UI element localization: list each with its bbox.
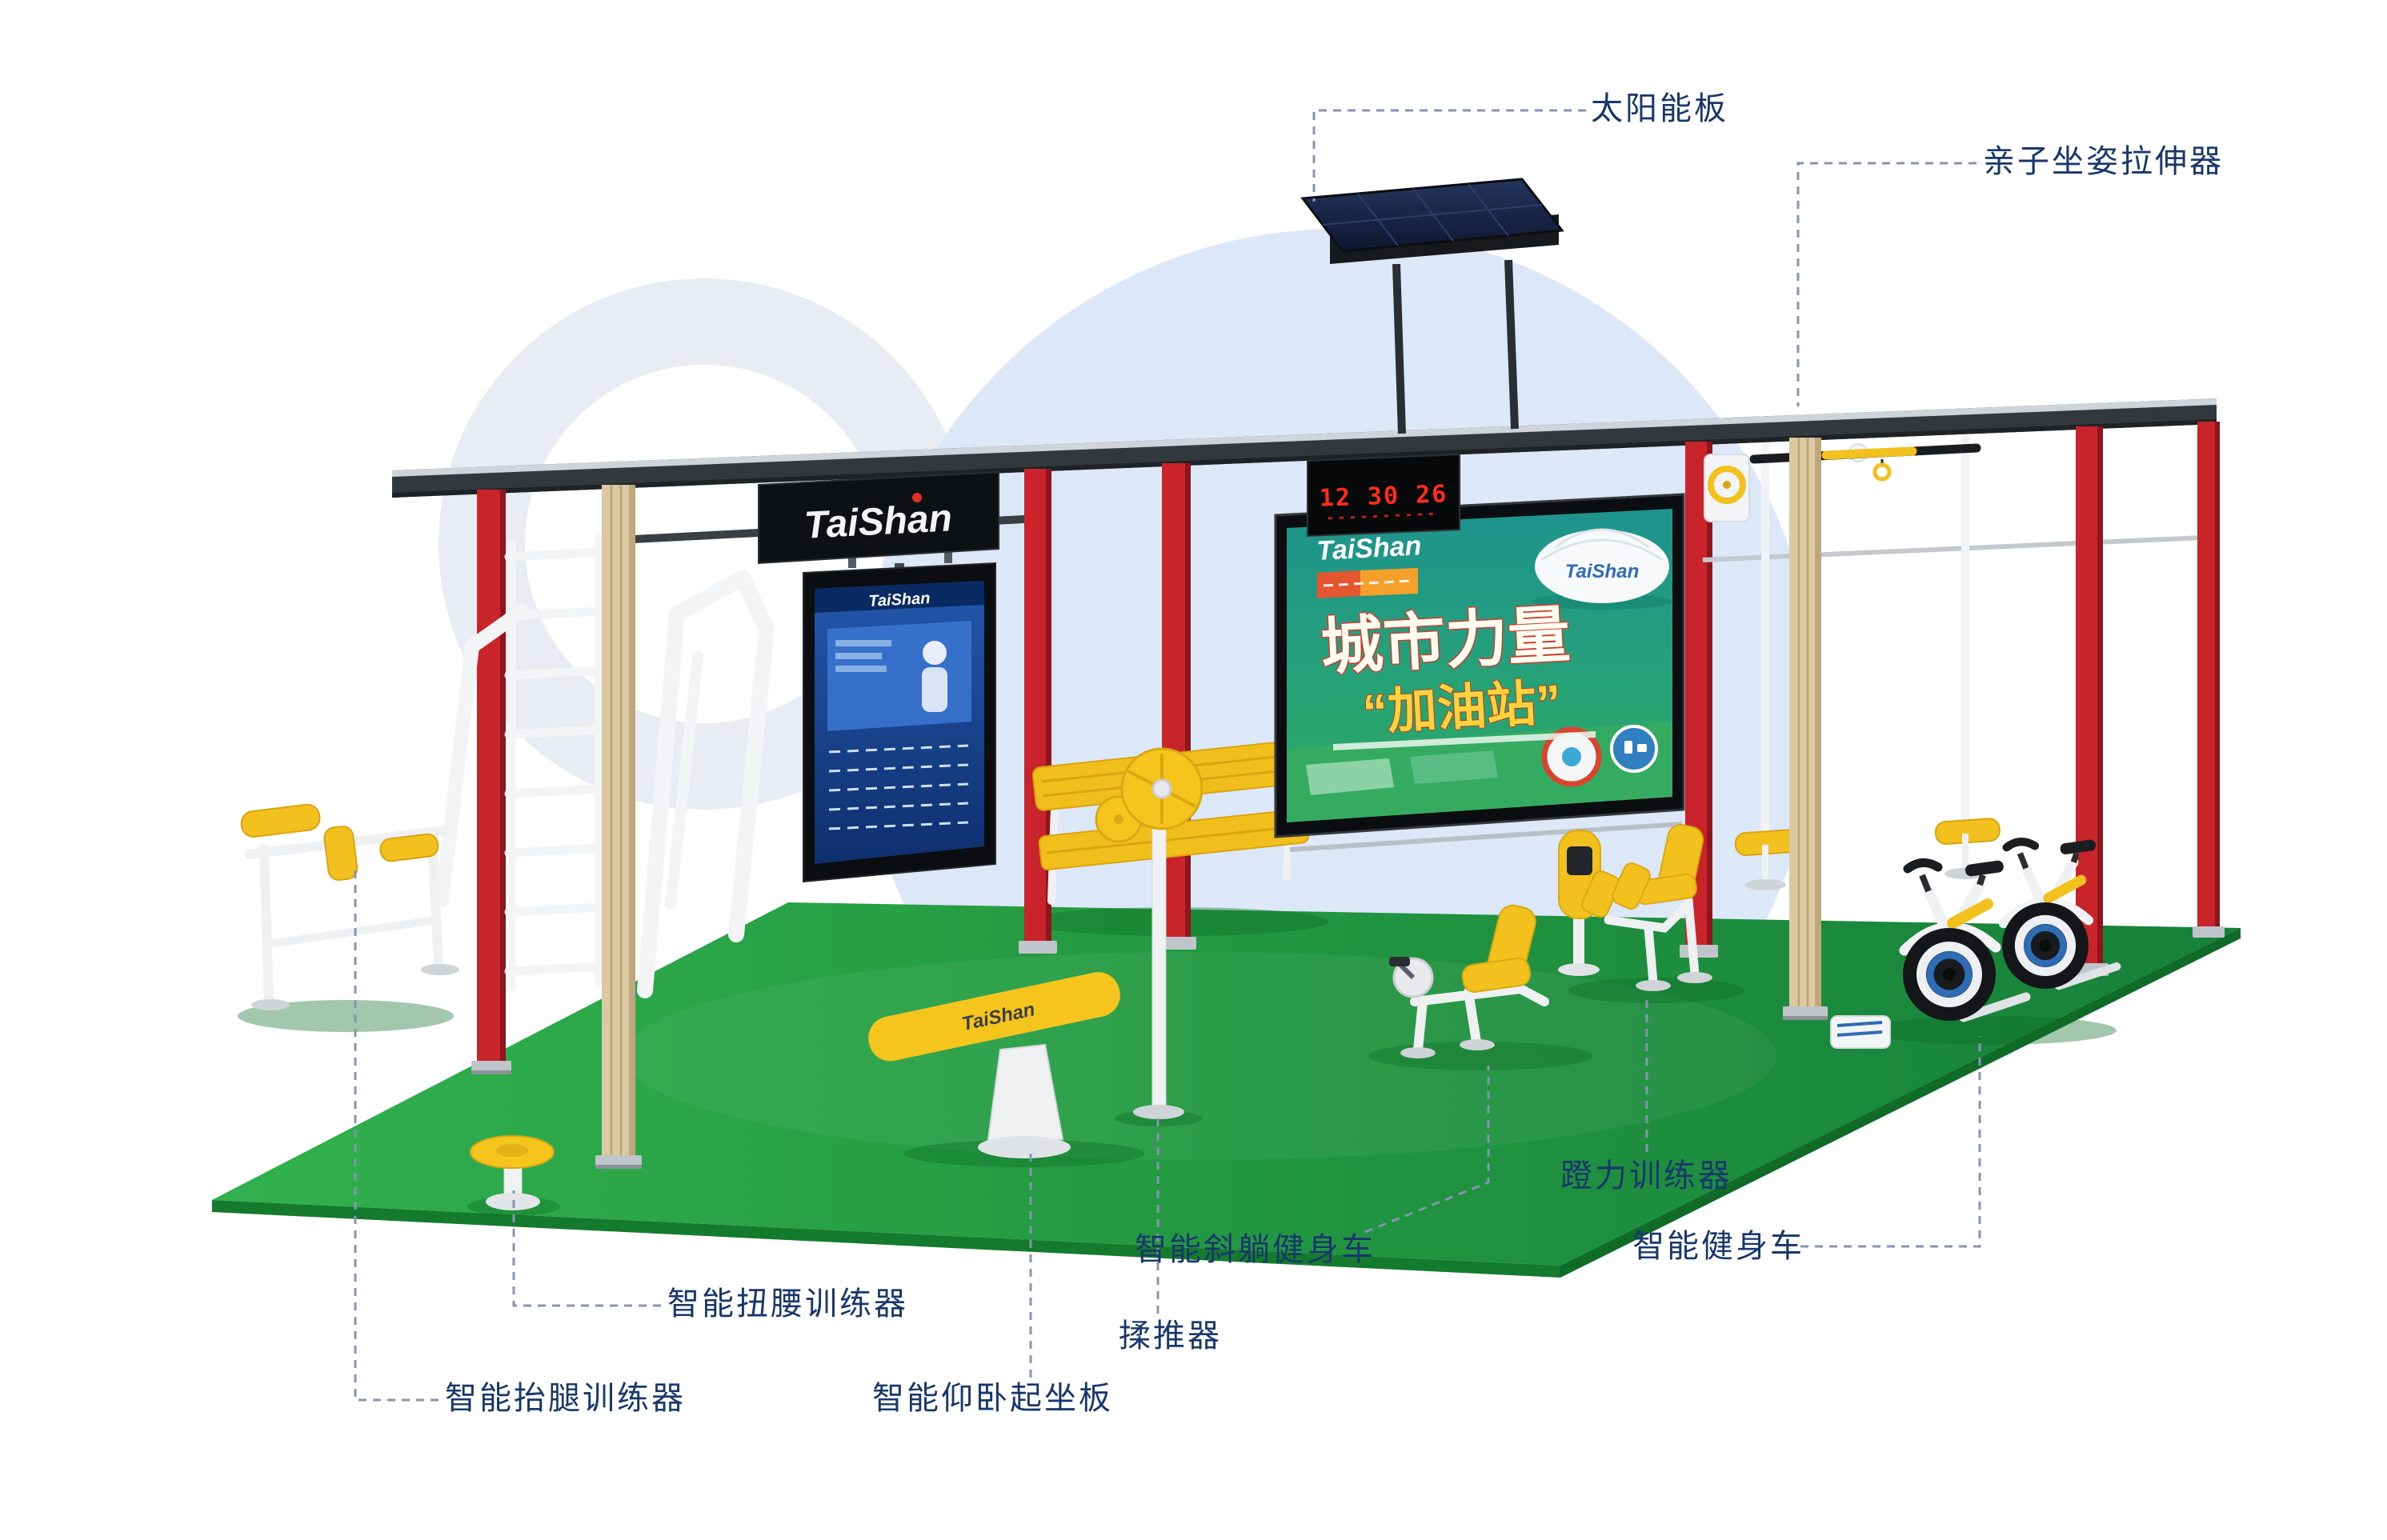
stretch-frame <box>435 604 529 908</box>
situp-board: TaiShan <box>868 972 1120 1158</box>
leader-recumbent-bike <box>1364 1066 1490 1234</box>
screen-brand-text: TaiShan <box>1316 530 1422 566</box>
turf-platform <box>212 902 2241 1278</box>
label-solar-panel: 太阳能板 <box>1591 91 1728 126</box>
pillar-wood-b <box>595 485 642 1169</box>
label-smart-recumbent-bike: 智能斜躺健身车 <box>1135 1232 1376 1267</box>
info-kiosk: TaiShan <box>803 562 996 883</box>
label-leg-lift-trainer: 智能抬腿训练器 <box>445 1381 686 1416</box>
pillar-red-a <box>471 490 511 1074</box>
label-smart-exercise-bike: 智能健身车 <box>1632 1229 1804 1264</box>
leader-lines <box>354 109 1981 1402</box>
screen-subtitle-text: “加油站” <box>1361 675 1562 741</box>
leg-lift-trainer <box>240 803 459 1010</box>
kneading-pusher <box>1095 747 1204 1119</box>
label-leg-press-trainer: 蹬力训练器 <box>1560 1158 1732 1194</box>
leader-solar-panel <box>1312 109 1586 202</box>
pillar-red-h <box>2193 422 2225 938</box>
step-device <box>1830 1015 1891 1049</box>
right-beam <box>1702 535 2203 562</box>
solar-panel <box>1300 178 1564 434</box>
brand-sign-text: TaiShan <box>803 497 953 547</box>
recumbent-bike <box>1389 904 1549 1058</box>
leader-leg-lift <box>354 866 439 1402</box>
leader-parent-child-stretcher <box>1796 162 1976 406</box>
label-waist-twister: 智能扭腰训练器 <box>667 1286 908 1322</box>
stretch-frame-right <box>637 570 775 998</box>
label-parent-child-stretcher: 亲子坐姿拉伸器 <box>1983 144 2224 179</box>
parent-child-stretcher <box>1704 435 2001 890</box>
label-situp-board: 智能仰卧起坐板 <box>872 1381 1113 1416</box>
pillar-red-g <box>2070 426 2109 976</box>
screen-rail <box>1289 822 1683 852</box>
kiosk-brand-text: TaiShan <box>868 590 931 610</box>
roof-canopy <box>392 398 2217 498</box>
leader-exercise-bike <box>1800 1036 1981 1248</box>
pillar-wood-f <box>1783 438 1828 1020</box>
leg-press-trainer <box>1581 823 1712 991</box>
led-clock: 12 30 26 <box>1307 453 1460 538</box>
clock-time-text: 12 30 26 <box>1319 480 1448 513</box>
brand-signboard: TaiShan <box>758 470 999 568</box>
screen-title-text: 城市力量 <box>1319 599 1572 682</box>
pillar-red-d <box>1156 463 1196 950</box>
leader-waist-twister <box>512 1190 661 1307</box>
dome-brand-text: TaiShan <box>1565 561 1639 582</box>
ad-display: TaiShan TaiShan 城市力量 “加油站” <box>1274 493 1685 838</box>
label-kneading-pusher: 揉推器 <box>1119 1318 1222 1354</box>
